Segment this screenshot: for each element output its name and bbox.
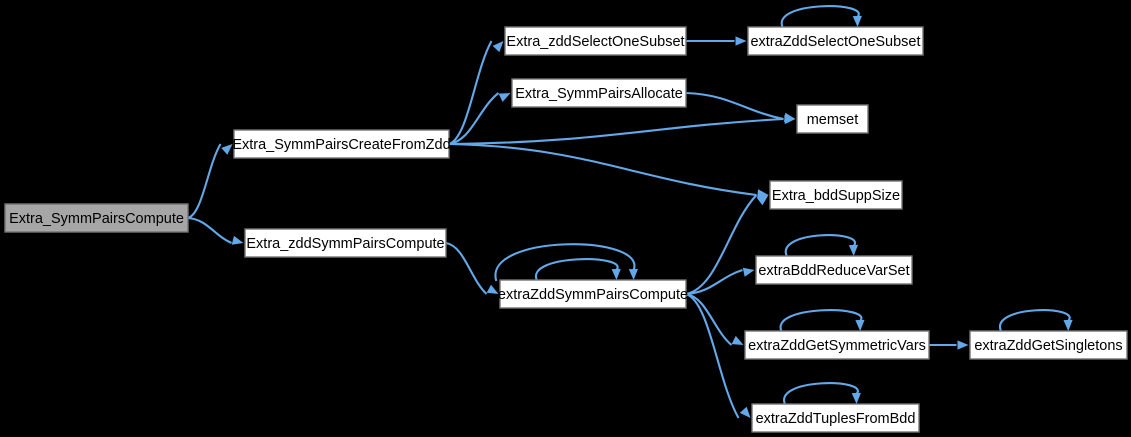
node-box-Extra_zddSelectOneSubset[interactable] xyxy=(504,26,687,56)
self-loop-extraZddTuplesFromBdd-0 xyxy=(783,382,859,406)
node-label-extraZddSymmPairsCompute: extraZddSymmPairsCompute xyxy=(498,287,688,303)
edge-Extra_SymmPairsCompute-to-Extra_zddSymmPairsCompute xyxy=(187,216,232,244)
node-extraZddTuplesFromBdd[interactable]: extraZddTuplesFromBdd xyxy=(751,403,920,433)
self-loop-extraZddSymmPairsCompute-0 xyxy=(534,258,619,282)
edge-Extra_SymmPairsAllocate-to-memset xyxy=(685,91,784,121)
edge-extraZddSymmPairsCompute-to-Extra_bddSuppSize xyxy=(685,194,758,296)
arrowhead-Extra_SymmPairsAllocate-to-memset xyxy=(783,112,796,122)
node-label-extraZddTuplesFromBdd: extraZddTuplesFromBdd xyxy=(756,411,916,427)
node-extraZddGetSingletons[interactable]: extraZddGetSingletons xyxy=(969,330,1128,360)
arrowhead-self-loop-extraZddGetSingletons-0 xyxy=(1063,319,1073,331)
edge-extraZddSymmPairsCompute-to-extraZddTuplesFromBdd xyxy=(685,292,740,419)
node-label-Extra_SymmPairsAllocate: Extra_SymmPairsAllocate xyxy=(515,86,683,102)
node-label-Extra_zddSymmPairsCompute: Extra_zddSymmPairsCompute xyxy=(246,236,444,252)
node-Extra_zddSelectOneSubset[interactable]: Extra_zddSelectOneSubset xyxy=(504,26,687,56)
arrowhead-Extra_SymmPairsCreateFromZdd-to-Extra_zddSelectOneSubset xyxy=(492,41,504,53)
node-label-Extra_zddSelectOneSubset: Extra_zddSelectOneSubset xyxy=(506,34,684,50)
node-box-extraZddGetSymmetricVars[interactable] xyxy=(744,330,930,360)
edge-extraZddSymmPairsCompute-to-extraZddGetSymmetricVars xyxy=(685,292,733,346)
edge-Extra_SymmPairsCreateFromZdd-to-Extra_SymmPairsAllocate xyxy=(448,92,500,146)
node-Extra_SymmPairsCreateFromZdd[interactable]: Extra_SymmPairsCreateFromZdd xyxy=(232,129,451,159)
arrowhead-self-loop-extraZddTuplesFromBdd-0 xyxy=(851,392,861,404)
node-extraZddGetSymmetricVars[interactable]: extraZddGetSymmetricVars xyxy=(744,330,930,360)
node-extraZddSymmPairsCompute[interactable]: extraZddSymmPairsCompute xyxy=(498,279,688,309)
arrowhead-Extra_zddSelectOneSubset-to-extraZddSelectOneSubset xyxy=(735,36,747,46)
self-loop-extraZddGetSingletons-0 xyxy=(998,309,1071,333)
arrowhead-self-loop-extraZddSelectOneSubset-0 xyxy=(852,15,862,27)
edge-Extra_zddSymmPairsCompute-to-extraZddSymmPairsCompute xyxy=(445,241,488,295)
node-label-Extra_bddSuppSize: Extra_bddSuppSize xyxy=(772,188,900,204)
edge-Extra_SymmPairsCreateFromZdd-to-Extra_bddSuppSize xyxy=(448,142,757,197)
node-box-memset[interactable] xyxy=(796,104,869,134)
node-box-extraZddGetSingletons[interactable] xyxy=(969,330,1128,360)
node-layer: Extra_SymmPairsCompute Extra_SymmPairsCre… xyxy=(4,26,1128,433)
node-extraBddReduceVarSet[interactable]: extraBddReduceVarSet xyxy=(755,255,913,285)
self-loop-extraBddReduceVarSet-0 xyxy=(784,234,857,258)
node-box-extraBddReduceVarSet[interactable] xyxy=(755,255,913,285)
node-box-Extra_zddSymmPairsCompute[interactable] xyxy=(244,228,447,258)
node-label-extraBddReduceVarSet: extraBddReduceVarSet xyxy=(758,263,909,279)
node-Extra_SymmPairsAllocate[interactable]: Extra_SymmPairsAllocate xyxy=(511,78,687,108)
arrowhead-self-loop-extraBddReduceVarSet-0 xyxy=(848,244,859,256)
edge-layer xyxy=(187,5,1073,419)
edge-Extra_SymmPairsCompute-to-Extra_SymmPairsCreateFromZdd xyxy=(187,143,222,220)
node-box-extraZddTuplesFromBdd[interactable] xyxy=(751,403,920,433)
node-label-extraZddGetSymmetricVars: extraZddGetSymmetricVars xyxy=(748,338,926,354)
arrowhead-Extra_SymmPairsCreateFromZdd-to-Extra_bddSuppSize xyxy=(757,189,769,199)
node-box-Extra_SymmPairsAllocate[interactable] xyxy=(511,78,687,108)
node-label-extraZddSelectOneSubset: extraZddSelectOneSubset xyxy=(750,34,920,50)
arrowhead-Extra_SymmPairsCompute-to-Extra_SymmPairsCreateFromZdd xyxy=(221,144,233,155)
edge-Extra_SymmPairsCreateFromZdd-to-memset xyxy=(448,117,784,146)
arrowhead-Extra_SymmPairsCreateFromZdd-to-Extra_SymmPairsAllocate xyxy=(498,93,511,102)
arrowhead-extraZddSymmPairsCompute-to-extraZddTuplesFromBdd xyxy=(739,406,751,418)
edge-Extra_SymmPairsCreateFromZdd-to-Extra_zddSelectOneSubset xyxy=(448,40,493,145)
node-box-Extra_bddSuppSize[interactable] xyxy=(769,180,903,210)
arrowhead-self-loop-extraZddSymmPairsCompute-1 xyxy=(628,268,638,280)
arrowhead-Extra_SymmPairsCompute-to-Extra_zddSymmPairsCompute xyxy=(231,235,244,245)
node-box-Extra_SymmPairsCompute[interactable] xyxy=(4,203,189,233)
self-loop-extraZddGetSymmetricVars-0 xyxy=(779,309,863,333)
self-loop-extraZddSymmPairsCompute-1 xyxy=(494,243,636,282)
arrowhead-extraZddGetSymmetricVars-to-extraZddGetSingletons xyxy=(957,340,969,350)
node-box-extraZddSymmPairsCompute[interactable] xyxy=(499,279,687,309)
node-Extra_SymmPairsCompute[interactable]: Extra_SymmPairsCompute xyxy=(4,203,189,233)
arrowhead-self-loop-extraZddSymmPairsCompute-0 xyxy=(611,268,621,280)
node-label-Extra_SymmPairsCompute: Extra_SymmPairsCompute xyxy=(9,211,184,227)
node-memset[interactable]: memset xyxy=(796,104,869,134)
node-label-extraZddGetSingletons: extraZddGetSingletons xyxy=(974,338,1122,354)
arrowhead-extraZddSymmPairsCompute-to-Extra_bddSuppSize xyxy=(756,195,769,206)
node-Extra_bddSuppSize[interactable]: Extra_bddSuppSize xyxy=(769,180,903,210)
node-box-Extra_SymmPairsCreateFromZdd[interactable] xyxy=(233,129,450,159)
node-Extra_zddSymmPairsCompute[interactable]: Extra_zddSymmPairsCompute xyxy=(244,228,447,258)
arrowhead-self-loop-extraZddGetSymmetricVars-0 xyxy=(855,319,865,331)
arrowhead-extraZddSymmPairsCompute-to-extraBddReduceVarSet xyxy=(742,267,755,277)
node-label-memset: memset xyxy=(807,112,859,128)
node-box-extraZddSelectOneSubset[interactable] xyxy=(747,26,924,56)
node-extraZddSelectOneSubset[interactable]: extraZddSelectOneSubset xyxy=(747,26,924,56)
arrowhead-Extra_zddSymmPairsCompute-to-extraZddSymmPairsCompute xyxy=(486,284,499,294)
edge-extraZddSymmPairsCompute-to-extraBddReduceVarSet xyxy=(685,268,743,296)
node-label-Extra_SymmPairsCreateFromZdd: Extra_SymmPairsCreateFromZdd xyxy=(232,137,450,153)
self-loop-extraZddSelectOneSubset-0 xyxy=(780,5,860,29)
arrowhead-extraZddSymmPairsCompute-to-extraZddGetSymmetricVars xyxy=(731,335,744,345)
